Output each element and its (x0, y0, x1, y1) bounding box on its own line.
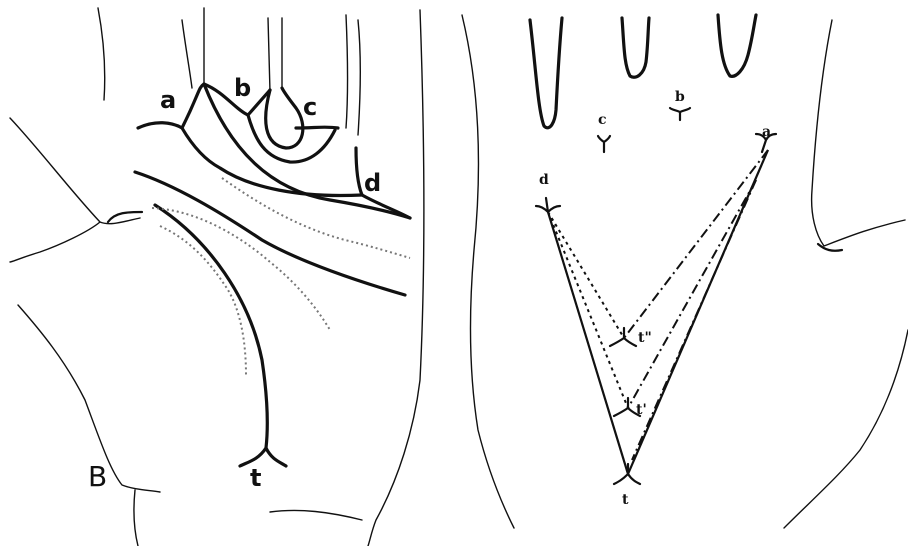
right-label-t1: t' (636, 402, 647, 418)
right-label-d: d (539, 172, 549, 188)
right-finger-ring (718, 15, 756, 76)
left-hand-outline (10, 8, 424, 546)
right-line-d-t1 (548, 212, 628, 408)
right-finger-index (530, 18, 562, 128)
left-label-d: d (364, 169, 381, 197)
left-label-c: c (303, 93, 317, 121)
right-line-a-t2 (624, 150, 768, 338)
left-finger-ring (346, 15, 360, 135)
right-label-t2: t" (638, 330, 652, 346)
right-triradius-b (670, 108, 690, 120)
right-triradius-t2 (610, 328, 636, 346)
right-palm-panel: a b c d t" t' t (462, 15, 908, 528)
right-hand-outline (462, 15, 908, 528)
left-label-b: b (234, 74, 251, 102)
right-line-a-t1 (628, 180, 756, 408)
left-finger-index (182, 8, 204, 88)
right-label-c: c (598, 112, 607, 128)
left-label-t: t (250, 464, 261, 492)
right-triradius-d (536, 198, 560, 212)
left-line-t-radial (155, 205, 267, 448)
left-label-B: B (88, 460, 107, 493)
right-thumb-edge (818, 244, 842, 251)
right-finger-middle (622, 18, 649, 77)
left-triradius-t (240, 448, 286, 466)
left-ridge-c-loop (266, 88, 338, 148)
right-label-b: b (675, 89, 685, 105)
left-crease-dotted-3 (160, 226, 246, 375)
left-label-a: a (160, 86, 176, 114)
right-triradius-c (598, 136, 610, 152)
left-finger-middle (268, 18, 282, 92)
right-label-a: a (762, 124, 771, 140)
right-label-t: t (622, 492, 629, 508)
right-line-d-t2 (548, 212, 624, 338)
left-palm-panel: a b c d t B (10, 8, 424, 546)
right-triradius-t (614, 464, 640, 484)
left-thenar-small-line (108, 212, 142, 222)
